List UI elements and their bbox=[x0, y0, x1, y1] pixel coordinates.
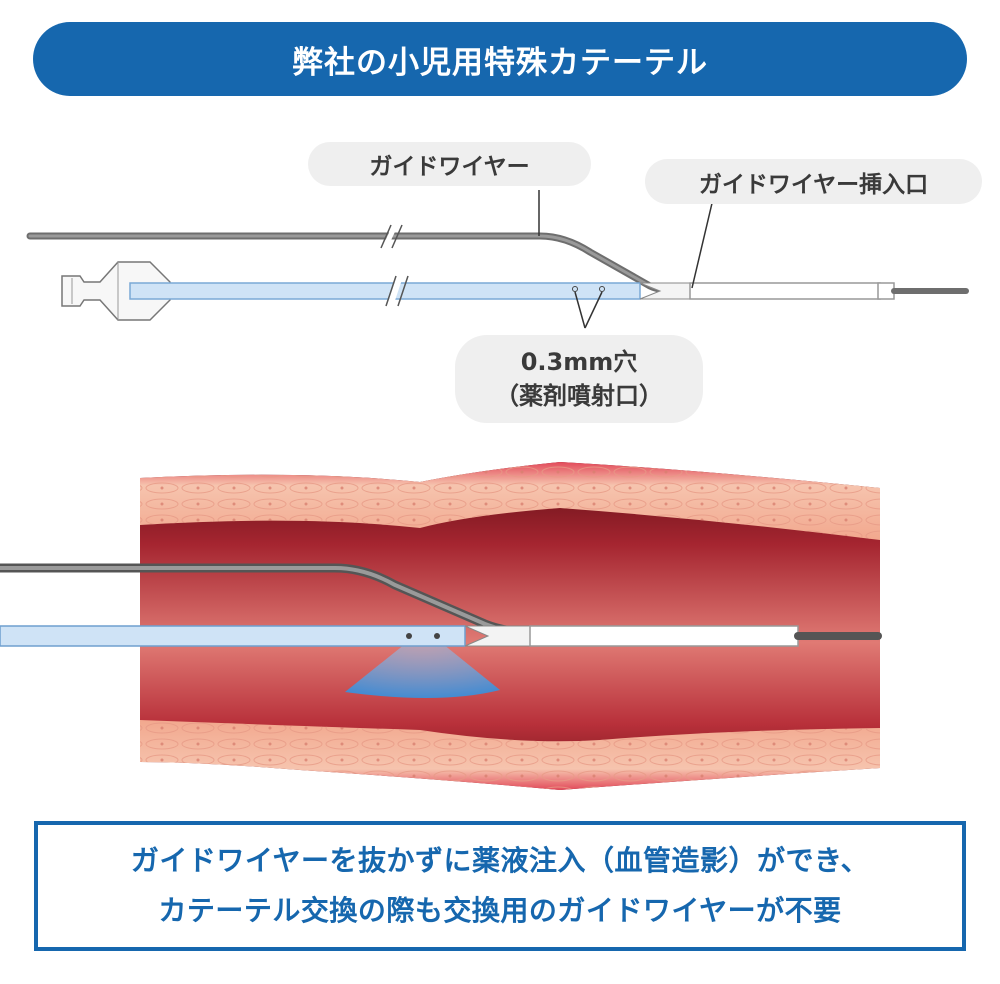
contrast-spray bbox=[345, 640, 500, 699]
guidewire-label: ガイドワイヤー bbox=[308, 142, 591, 186]
hole-label-line1: 0.3mm穴 bbox=[520, 348, 638, 376]
caption-line1: ガイドワイヤーを抜かずに薬液注入（血管造影）ができ、 bbox=[130, 844, 870, 877]
caption-box: ガイドワイヤーを抜かずに薬液注入（血管造影）ができ、 カテーテル交換の際も交換用… bbox=[34, 821, 966, 951]
hole-label: 0.3mm穴 （薬剤噴射口） bbox=[455, 335, 703, 423]
catheter-top-diagram bbox=[61, 198, 969, 329]
title-banner: 弊社の小児用特殊カテーテル bbox=[33, 22, 967, 96]
guidewire-port-label: ガイドワイヤー挿入口 bbox=[645, 159, 982, 204]
hole-label-line2: （薬剤噴射口） bbox=[495, 382, 663, 410]
guidewire-port-label-text: ガイドワイヤー挿入口 bbox=[698, 171, 929, 198]
catheter-in-vessel bbox=[0, 563, 882, 647]
title-text: 弊社の小児用特殊カテーテル bbox=[292, 44, 708, 81]
caption-line2: カテーテル交換の際も交換用のガイドワイヤーが不要 bbox=[158, 894, 842, 927]
guidewire-label-text: ガイドワイヤー bbox=[369, 154, 530, 180]
